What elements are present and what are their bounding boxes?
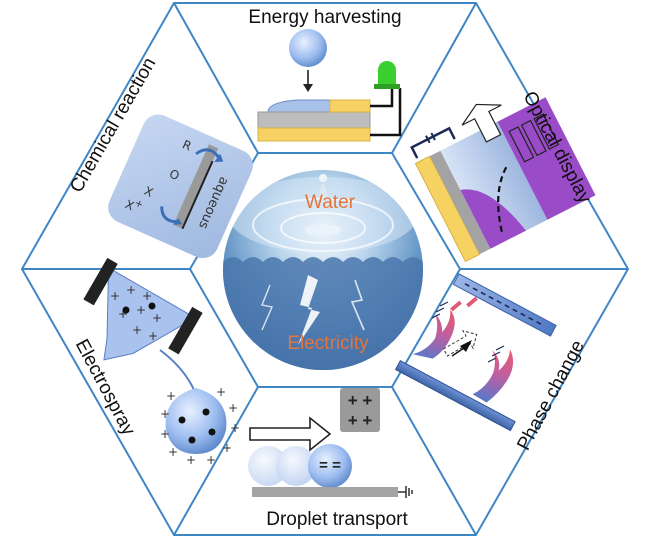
svg-text:+: + bbox=[160, 407, 170, 421]
svg-text:+: + bbox=[118, 307, 128, 321]
svg-text:+: + bbox=[222, 441, 232, 455]
energy-harvesting-illustration: Energy harvesting bbox=[248, 7, 402, 142]
label-energy-harvesting: Energy harvesting bbox=[248, 7, 401, 28]
electrospray-charges: +++ +++ ++ bbox=[110, 283, 162, 343]
charge-box bbox=[340, 388, 380, 432]
svg-text:+: + bbox=[126, 283, 136, 297]
charge-box-top: + + bbox=[348, 391, 373, 410]
label-phase-change: Phase change bbox=[513, 337, 589, 454]
hexagon-frame bbox=[20, 2, 630, 536]
plume-left bbox=[412, 301, 455, 359]
svg-text:+: + bbox=[160, 427, 170, 441]
svg-text:+: + bbox=[206, 453, 216, 467]
droplet-charge: = = bbox=[319, 457, 341, 474]
moving-droplet bbox=[308, 444, 352, 488]
svg-text:+: + bbox=[132, 323, 142, 337]
center-water-electricity-illustration: Water Electricity bbox=[223, 170, 423, 370]
chemical-species-plus: + bbox=[133, 198, 145, 211]
svg-text:+: + bbox=[228, 401, 238, 415]
falling-droplet bbox=[289, 29, 327, 67]
label-droplet-transport: Droplet transport bbox=[266, 509, 408, 530]
svg-text:+: + bbox=[168, 445, 178, 459]
svg-text:+: + bbox=[166, 389, 176, 403]
phase-change-illustration: Phase change bbox=[394, 273, 589, 454]
center-label-water: Water bbox=[305, 192, 356, 213]
charged-droplet bbox=[165, 388, 227, 454]
svg-text:+: + bbox=[230, 421, 240, 435]
svg-text:+: + bbox=[216, 385, 226, 399]
center-label-electricity: Electricity bbox=[287, 333, 369, 354]
ground-icon bbox=[398, 486, 413, 498]
charge-box-bottom: + + bbox=[348, 411, 373, 430]
svg-text:+: + bbox=[110, 289, 120, 303]
svg-text:+: + bbox=[152, 311, 162, 325]
electrospray-illustration: +++ +++ ++ +++ +++ +++ + Electrospray bbox=[71, 257, 240, 467]
svg-text:+: + bbox=[136, 303, 146, 317]
chemical-reaction-illustration: aqueous R O X X + Chemical reaction bbox=[66, 54, 253, 259]
svg-text:+: + bbox=[142, 289, 152, 303]
right-arrow-icon bbox=[249, 416, 332, 452]
optical-display-illustration: Optical display bbox=[410, 88, 596, 263]
plume-right bbox=[472, 345, 514, 403]
svg-text:+: + bbox=[186, 453, 196, 467]
droplet-transport-illustration: + + + + = = Droplet transport bbox=[248, 388, 413, 530]
down-arrow-icon bbox=[303, 84, 313, 92]
svg-text:+: + bbox=[148, 329, 158, 343]
led-icon bbox=[374, 61, 400, 89]
